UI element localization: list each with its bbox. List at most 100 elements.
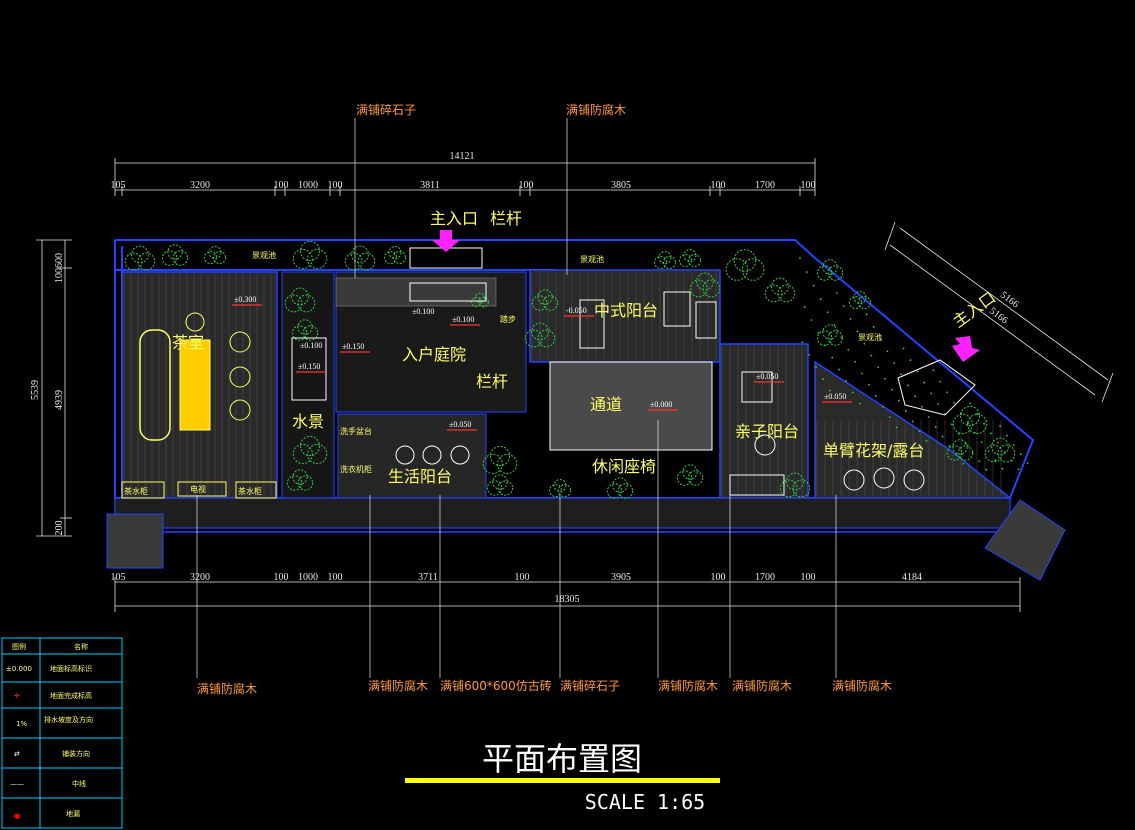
bottom-seg-dim: 3200 — [190, 572, 210, 583]
gravel-dot — [939, 380, 942, 383]
plant-shrub — [291, 287, 309, 306]
drain-icon: ● — [14, 812, 20, 820]
gravel-dot — [1017, 468, 1020, 471]
gravel-dot — [964, 442, 967, 445]
level-value: ±0.100 — [300, 341, 322, 350]
gravel-dot — [859, 402, 861, 405]
plant-shrub — [612, 477, 628, 493]
gravel-dot — [842, 305, 845, 307]
bottom-seg-dim: 3711 — [418, 572, 438, 583]
small-label: 景观池 — [858, 332, 882, 342]
gravel-dot — [806, 271, 808, 273]
plant-shrub — [792, 479, 811, 498]
material-label: 满铺防腐木 — [197, 681, 257, 696]
gravel-dot — [803, 306, 806, 308]
gravel-dot — [898, 399, 900, 402]
plant-shrub — [537, 329, 556, 348]
plant-shrub — [297, 475, 314, 491]
gravel-dot — [918, 430, 921, 433]
plant-shrub — [172, 250, 189, 266]
level-value: -0.050 — [566, 306, 587, 315]
gravel-dot — [888, 416, 891, 419]
bottom-strip — [106, 497, 1066, 581]
plant-shrub — [858, 296, 871, 309]
gravel-dot — [916, 370, 919, 373]
legend-name: 铺装方向 — [62, 749, 90, 758]
gravel-dot — [813, 284, 815, 287]
bottom-seg-dim: 100 — [711, 572, 726, 583]
plant-shrub — [531, 322, 549, 341]
gravel-dot — [1006, 434, 1008, 437]
material-label: 满铺碎石子 — [560, 678, 620, 693]
gravel-dot — [923, 381, 925, 384]
bottom-seg-dim: 105 — [111, 572, 126, 583]
plant-shrub — [292, 443, 313, 465]
plant-shrub — [741, 258, 765, 281]
gravel-dot — [1020, 453, 1022, 456]
material-label-gravel-top: 满铺碎石子 — [356, 102, 416, 117]
plant-shrub — [682, 464, 698, 480]
plant-shrub — [213, 251, 226, 264]
plant-shrub — [302, 325, 319, 341]
plant-shrub — [482, 453, 503, 475]
plant-shrub — [388, 246, 402, 259]
small-label: 电视 — [190, 484, 206, 494]
gravel-dot — [928, 416, 930, 418]
gravel-dot — [971, 451, 974, 454]
plant-shrub — [959, 405, 981, 427]
gravel-dot — [948, 445, 951, 447]
gravel-dot — [815, 366, 817, 368]
bottom-seg-dim: 100 — [515, 572, 530, 583]
level-values: ±0.300 ±0.150 ±0.150 ±0.100 ±0.100 -0.05… — [234, 295, 846, 429]
gravel-dot — [845, 380, 847, 382]
plant-shrub — [679, 254, 692, 267]
legend-symbol: —— — [10, 780, 24, 788]
legend-header-name: 名称 — [74, 642, 88, 651]
plant-shrub — [967, 413, 988, 435]
plant-shrub — [542, 295, 559, 311]
small-label: 茶水柜 — [238, 486, 262, 496]
gravel-dot — [865, 313, 868, 316]
small-label: 洗手盆台 — [340, 426, 372, 436]
gravel-dot — [985, 468, 988, 471]
gravel-dot — [891, 389, 893, 391]
plant-shrub — [384, 251, 397, 264]
gravel-dot — [955, 454, 958, 456]
plant-shrub — [606, 483, 623, 499]
material-label: 满铺防腐木 — [368, 678, 428, 693]
gravel-dot — [1026, 462, 1029, 464]
plant-shrub — [997, 444, 1016, 463]
gravel-dot — [999, 425, 1001, 427]
level-value: ±0.150 — [342, 342, 364, 351]
gravel-dot — [946, 391, 948, 394]
plant-shrub — [663, 256, 676, 269]
gravel-dot — [905, 410, 907, 412]
gravel-dot — [953, 402, 955, 404]
plant-shrub — [779, 479, 798, 498]
small-label: 景观池 — [580, 254, 604, 264]
gravel-dot — [875, 395, 877, 397]
plant-shrub — [853, 291, 867, 304]
gravel-dot — [856, 330, 859, 333]
gravel-dot — [967, 422, 969, 424]
left-top-dim: 100600 — [54, 253, 65, 283]
plant-shrub — [676, 470, 693, 486]
gravel-dot — [907, 384, 909, 387]
plant-shrub — [351, 245, 369, 264]
bottom-seg-dim: 100 — [274, 572, 289, 583]
gravel-dot — [941, 435, 944, 438]
gravel-dot — [978, 460, 981, 463]
plant-shrub — [124, 252, 143, 271]
small-label: 茶水柜 — [124, 486, 148, 496]
gravel-dot — [1003, 451, 1006, 453]
small-label: 踏步 — [500, 314, 516, 324]
gravel-dot — [854, 360, 856, 363]
gravel-dot — [925, 440, 928, 442]
title-underline — [405, 778, 720, 783]
bottom-seg-dim: 1000 — [298, 572, 318, 583]
gravel-dot — [980, 441, 983, 444]
plant-shrub — [393, 251, 406, 264]
level-value: ±0.150 — [298, 362, 320, 371]
plant-shrub — [291, 325, 308, 341]
plant-shrub — [471, 296, 482, 308]
